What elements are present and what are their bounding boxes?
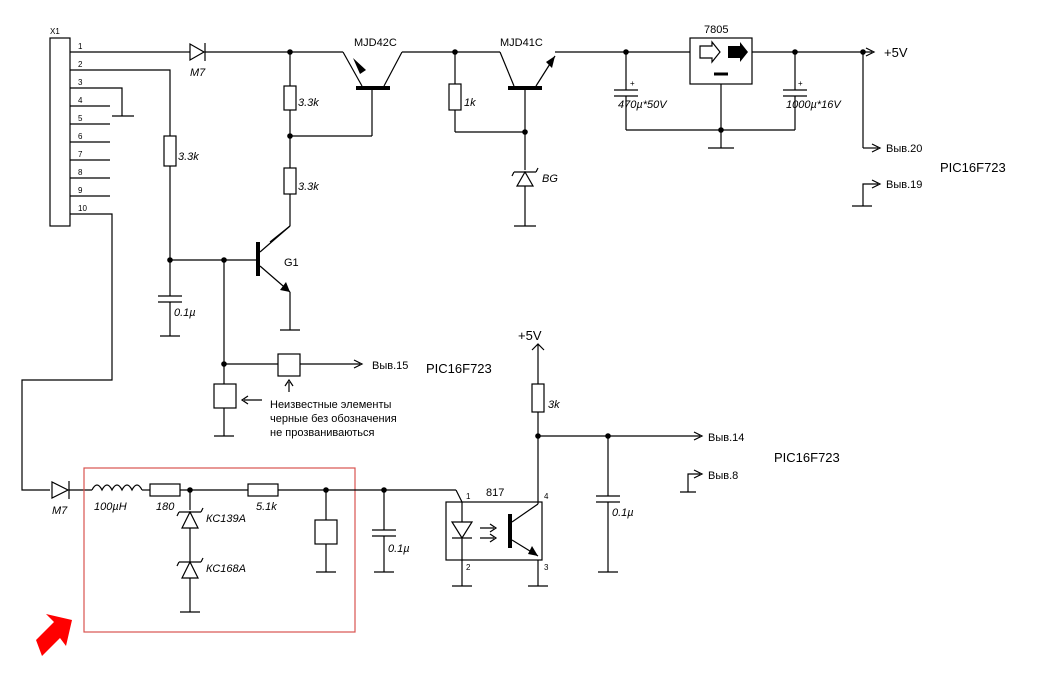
cap-b-label: 0.1µ — [388, 543, 410, 555]
pin-4: 4 — [78, 96, 83, 105]
plus-sign: + — [630, 79, 635, 88]
resistor-r7 — [247, 483, 279, 497]
rail-plus5v-2: +5V — [518, 328, 542, 343]
transistor-g1-label: G1 — [284, 257, 299, 269]
opto-pin-1: 1 — [466, 492, 471, 501]
pin-14-label: Выв.14 — [708, 432, 744, 444]
optocoupler-817 — [445, 501, 543, 561]
highlight-box — [83, 467, 356, 633]
zener-kc139a — [176, 507, 204, 529]
pin-5: 5 — [78, 114, 83, 123]
pin-1: 1 — [78, 42, 83, 51]
opto-pin-3: 3 — [544, 563, 549, 572]
unknown-element-1 — [277, 353, 301, 377]
pin-20-label: Выв.20 — [886, 143, 922, 155]
pin-3: 3 — [78, 78, 83, 87]
r7-label: 5.1k — [256, 501, 277, 513]
pin-8: 8 — [78, 168, 83, 177]
transistor-mjd41c — [499, 51, 556, 90]
zener-bg-label: BG — [542, 173, 558, 185]
pin-8-label: Выв.8 — [708, 470, 738, 482]
regulator-7805 — [689, 37, 753, 85]
zener-kc168a — [176, 557, 204, 579]
opto-pin-4: 4 — [544, 492, 549, 501]
pin-2: 2 — [78, 60, 83, 69]
r6-label: 180 — [156, 501, 175, 513]
cap-c-label: 0.1µ — [612, 507, 634, 519]
r2-label: 3.3k — [298, 181, 319, 193]
mcu-label-1: PIC16F723 — [940, 160, 1006, 175]
r4-label: 1k — [464, 97, 476, 109]
note-line-2: черные без обозначения — [270, 413, 397, 425]
pin-19-label: Выв.19 — [886, 179, 922, 191]
transistor-2-label: MJD41C — [500, 37, 543, 49]
ground-symbol — [110, 87, 134, 117]
diode-bottom-label: M7 — [52, 505, 68, 517]
inductor-label: 100µH — [94, 501, 127, 513]
zener-2-label: КС168А — [206, 563, 246, 575]
unknown-element-2 — [213, 383, 237, 409]
connector-x1: X1 1 2 3 4 5 6 7 8 9 10 — [49, 27, 110, 227]
resistor-r6 — [149, 483, 181, 497]
connector-body — [49, 37, 71, 227]
rail-plus5v: +5V — [884, 45, 908, 60]
transistor-mjd42c — [342, 51, 403, 90]
pin-15-label: Выв.15 — [372, 360, 408, 372]
r3-label: 3.3k — [178, 151, 199, 163]
diode-label: M7 — [190, 67, 206, 79]
r5-label: 3k — [548, 399, 560, 411]
resistor-r2 — [283, 167, 297, 195]
diode-m7-bottom — [51, 481, 70, 499]
connector-label: X1 — [50, 27, 60, 36]
transistor-g1 — [256, 225, 291, 293]
regulator-label: 7805 — [704, 24, 728, 36]
r1-label: 3.3k — [298, 97, 319, 109]
unknown-element-3 — [314, 519, 338, 545]
diode-m7-top — [189, 42, 206, 62]
transistor-1-label: MJD42C — [354, 37, 397, 49]
plus-sign: + — [798, 79, 803, 88]
note-line-3: не прозваниваються — [270, 427, 375, 439]
resistor-r5 — [531, 383, 545, 413]
pin-10: 10 — [78, 204, 87, 213]
inductor — [91, 484, 143, 492]
opto-pin-2: 2 — [466, 563, 471, 572]
zener-1-label: КС139А — [206, 513, 246, 525]
mcu-label-3: PIC16F723 — [774, 450, 840, 465]
cap-a-label: 0.1µ — [174, 307, 196, 319]
resistor-r3 — [163, 135, 177, 167]
resistor-r1 — [283, 85, 297, 111]
pin-7: 7 — [78, 150, 83, 159]
note-line-1: Неизвестные элементы — [270, 399, 391, 411]
zener-bg — [511, 167, 539, 187]
cap-470-label: 470µ*50V — [618, 99, 668, 111]
red-arrow-icon — [36, 614, 72, 656]
pin-9: 9 — [78, 186, 83, 195]
resistor-r4 — [448, 83, 462, 111]
mcu-label-2: PIC16F723 — [426, 361, 492, 376]
pin-6: 6 — [78, 132, 83, 141]
cap-1000-label: 1000µ*16V — [786, 99, 842, 111]
optocoupler-label: 817 — [486, 487, 504, 499]
